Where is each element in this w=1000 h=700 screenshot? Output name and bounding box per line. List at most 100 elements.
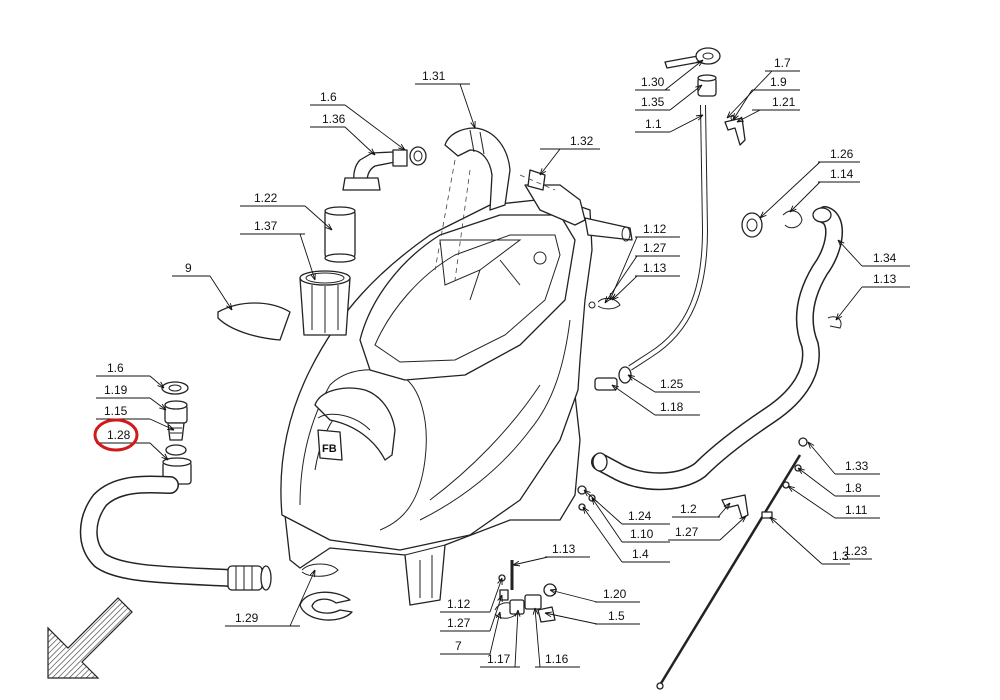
callout-label-c-1-10: 1.10 [630,527,654,541]
callout-arrowhead [723,502,731,510]
callout-leader [787,485,836,519]
callout-leader [769,516,823,565]
callout-label-c-1-9: 1.9 [770,75,787,89]
callout-c-1-18: 1.18 [611,384,700,416]
callout-arrowhead [837,239,845,247]
callout-label-c-1-6-top: 1.6 [320,90,337,104]
callout-arrowhead [726,111,734,119]
callout-arrowhead [736,116,744,123]
callout-leader [583,489,623,525]
callout-leader [669,84,703,111]
callout-leader [539,148,561,176]
callout-c-1-12-bottom: 1.12 [440,577,503,613]
callout-c-1-5: 1.5 [544,609,640,625]
callout-arrowhead [159,403,167,411]
callout-c-1-34: 1.34 [837,239,910,267]
callout-arrowhead [368,148,376,156]
callout-arrowhead [611,293,619,301]
callout-leader [611,275,638,301]
callout-arrowhead [549,588,558,595]
callout-label-c-1-16: 1.16 [545,652,569,666]
callout-arrowhead [769,516,777,524]
callout-arrowhead [732,113,739,121]
callout-leader [149,397,167,411]
callout-c-1-27-mid: 1.27 [668,515,747,541]
callout-label-c-1-27-top: 1.27 [643,241,667,255]
callout-c-1-1: 1.1 [635,114,704,133]
callout-leader [149,375,165,389]
callout-label-c-9: 9 [185,261,192,275]
callout-c-1-26: 1.26 [759,147,860,219]
callout-leader [736,109,761,123]
callout-label-c-1-27-mid: 1.27 [675,525,699,539]
callout-c-1-6-top: 1.6 [310,90,406,151]
callout-c-1-21: 1.21 [736,95,800,123]
callout-leader [149,418,175,431]
callout-label-c-1-30: 1.30 [641,75,665,89]
callout-leader [534,607,541,668]
callout-c-1-28: 1.28 [93,418,169,461]
callout-arrowhead [514,609,521,617]
callout-c-1-17: 1.17 [480,609,521,668]
callout-arrowhead [309,569,316,578]
callout-arrowhead [539,168,547,176]
callout-label-c-1-25: 1.25 [660,377,684,391]
callout-label-c-1-15: 1.15 [104,404,128,418]
callout-layer: 1.311.61.361.221.3791.321.301.351.11.71.… [93,56,910,668]
callout-arrowhead [583,489,591,497]
callout-leader [344,126,376,156]
callout-leader [789,181,821,213]
callout-leader [835,286,863,321]
callout-c-1-11: 1.11 [787,485,880,519]
callout-c-1-32: 1.32 [539,134,600,176]
callout-leader [149,442,169,461]
callout-c-1-6-left: 1.6 [96,361,165,389]
callout-c-1-27-bottom: 1.27 [440,594,503,632]
callout-leader [304,205,333,231]
svg-text:FB: FB [322,443,337,455]
callout-c-1-15: 1.15 [96,404,175,431]
callout-leader [719,515,747,541]
callout-c-1-19: 1.19 [96,383,167,411]
callout-label-c-1-29: 1.29 [235,611,259,625]
callout-leader [489,594,503,632]
drain-hose-assembly [79,381,353,621]
callout-label-c-1-19: 1.19 [104,383,128,397]
callout-leader [732,89,753,121]
callout-leader [289,569,316,627]
right-side-hoses [577,47,844,690]
callout-label-c-1-28: 1.28 [107,428,131,442]
callout-arrowhead [582,506,590,514]
callout-label-c-1-31-top: 1.31 [422,69,446,83]
callout-label-c-1-33: 1.33 [845,459,869,473]
callout-label-c-1-37: 1.37 [254,219,278,233]
callout-leader [797,467,836,497]
callout-c-1-24: 1.24 [583,489,670,525]
callout-c-1-23: 1.23 [842,544,872,560]
callout-label-c-1-13-bottom: 1.13 [552,542,576,556]
callout-label-c-1-27-bottom: 1.27 [447,616,471,630]
callout-leader [807,441,836,475]
callout-c-1-36: 1.36 [310,112,376,156]
callout-arrowhead [696,59,704,67]
callout-label-c-1-5: 1.5 [608,609,625,623]
callout-c-1-37: 1.37 [240,219,316,281]
callout-leader [604,255,638,304]
callout-arrowhead [544,611,552,618]
callout-leader [512,556,549,566]
callout-label-c-1-18: 1.18 [660,400,684,414]
callout-c-1-22: 1.22 [240,191,333,231]
callout-arrowhead [325,223,333,231]
callout-c-1-27-top: 1.27 [604,241,680,304]
callout-arrowhead [497,577,503,586]
callout-arrowhead [627,374,635,381]
callout-arrowhead [495,611,502,620]
callout-label-c-1-35: 1.35 [641,95,665,109]
callout-label-c-1-17: 1.17 [487,652,511,666]
callout-label-c-1-12-top: 1.12 [643,222,667,236]
callout-label-c-1-11: 1.11 [845,503,868,517]
callout-leader [459,83,476,129]
callout-c-1-30: 1.30 [635,59,704,91]
